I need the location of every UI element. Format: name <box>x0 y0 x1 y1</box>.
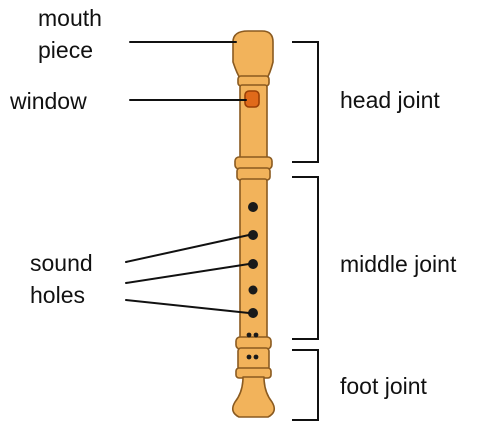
foot-joint-bracket <box>292 350 318 420</box>
foot-bell <box>233 377 275 417</box>
foot-body <box>238 348 269 370</box>
sound-hole-double-a-left <box>247 333 252 338</box>
middle-joint-bracket <box>292 177 318 339</box>
sound-holes-label-line2: holes <box>30 280 85 311</box>
mouthpiece-shape <box>233 31 273 80</box>
sound-hole-4 <box>249 286 258 295</box>
sound-hole-double-b-left <box>247 355 252 360</box>
sound-hole-pointer-2 <box>126 264 249 283</box>
sound-hole-1 <box>248 202 258 212</box>
sound-hole-double-a-right <box>254 333 259 338</box>
foot-joint-label: foot joint <box>340 371 427 402</box>
sound-hole-double-b-right <box>254 355 259 360</box>
sound-hole-pointer-3 <box>126 300 249 313</box>
window-opening <box>245 91 259 107</box>
head-joint-label: head joint <box>340 85 440 116</box>
recorder <box>233 31 275 417</box>
head-joint-bracket <box>292 42 318 162</box>
sound-holes-label-line1: sound <box>30 248 93 279</box>
sound-hole-pointer-1 <box>126 235 249 262</box>
foot-joint-part <box>233 337 275 417</box>
window-label: window <box>10 86 87 117</box>
mouthpiece-label-line2: piece <box>38 35 93 66</box>
pointer-lines <box>126 42 249 313</box>
middle-joint-label: middle joint <box>340 249 456 280</box>
mouthpiece-label-line1: mouth <box>38 3 102 34</box>
joint-brackets <box>292 42 318 420</box>
